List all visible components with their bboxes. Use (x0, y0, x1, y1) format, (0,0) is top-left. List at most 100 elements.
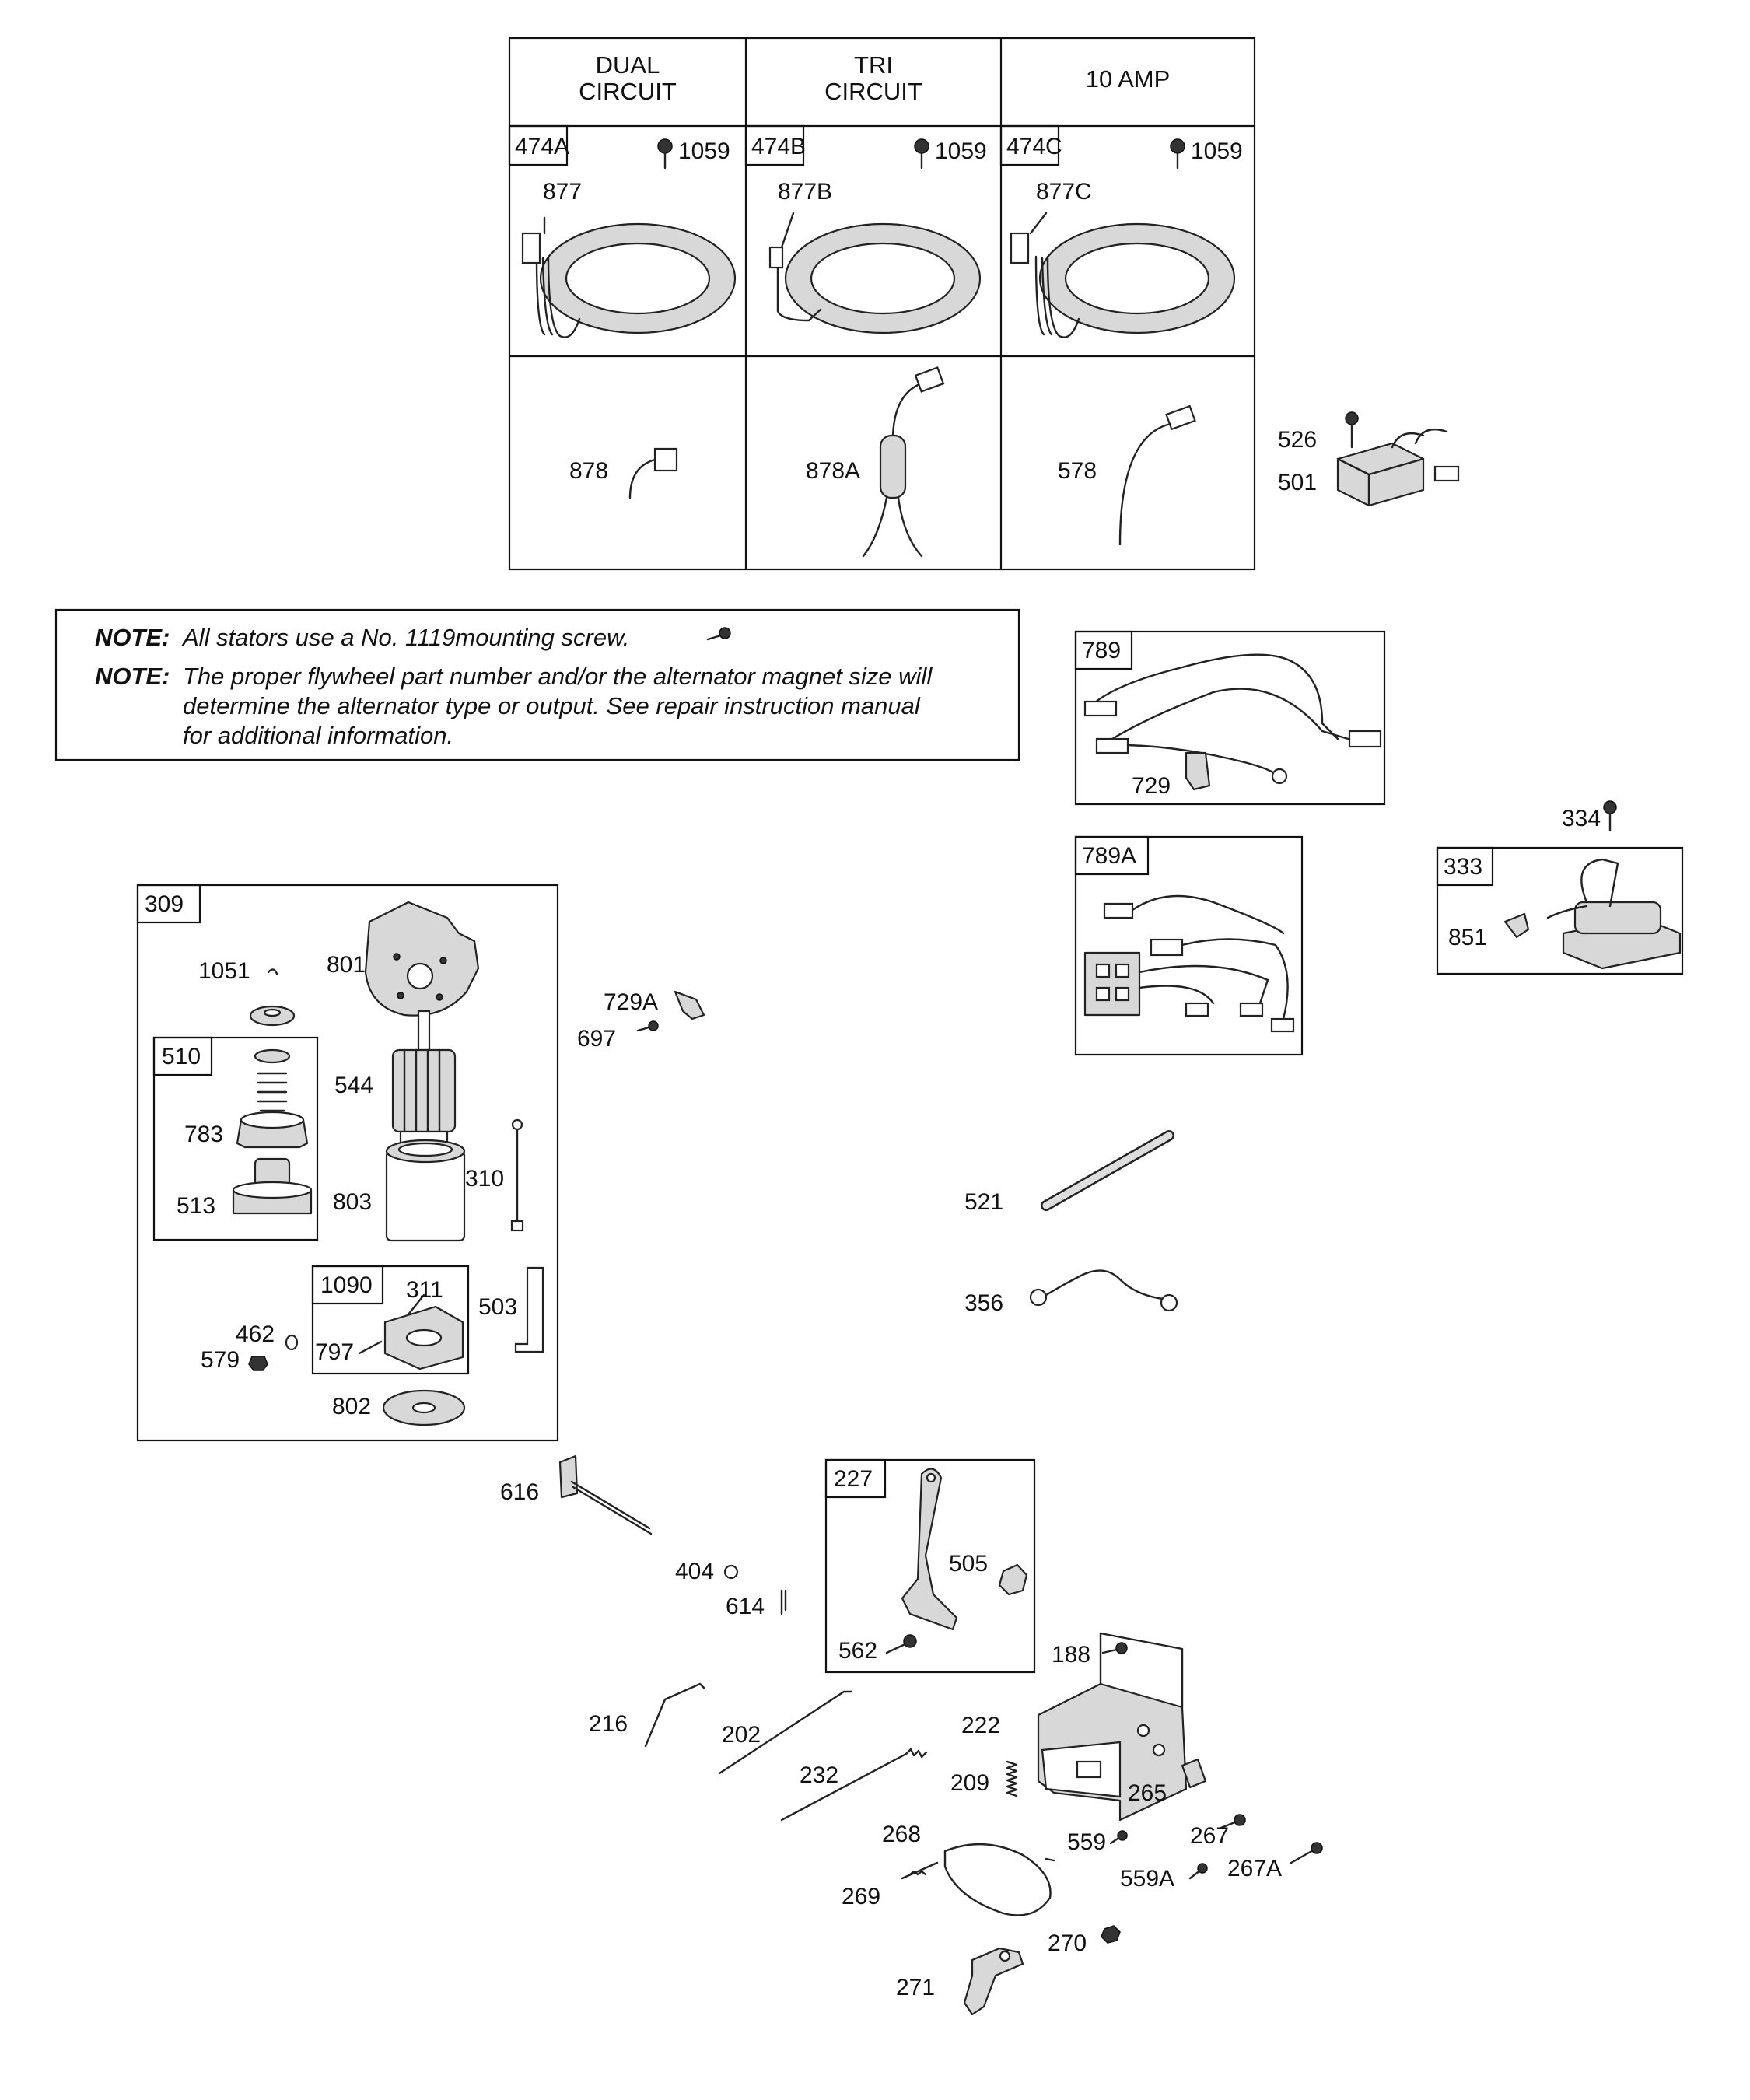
screw-icon (1109, 1830, 1128, 1845)
rod-icon (558, 1454, 653, 1535)
label-271: 271 (896, 1975, 935, 2000)
label-1059-b: 1059 (935, 138, 987, 164)
washer-icon (723, 1564, 739, 1580)
label-209: 209 (950, 1770, 989, 1796)
label-616: 616 (500, 1479, 539, 1505)
label-1051: 1051 (198, 958, 250, 984)
screw-icon (1170, 138, 1185, 170)
ground-strap-icon (1029, 1269, 1178, 1312)
ref-333: 333 (1444, 854, 1482, 880)
label-697: 697 (577, 1026, 616, 1052)
header-tri-circuit-line1: TRI (854, 51, 893, 79)
label-729a: 729A (604, 989, 658, 1015)
label-216: 216 (589, 1711, 628, 1737)
label-578: 578 (1058, 458, 1097, 484)
ref-1090: 1090 (320, 1272, 373, 1298)
screw-icon (636, 1020, 659, 1032)
label-851: 851 (1448, 925, 1487, 950)
label-544: 544 (334, 1073, 373, 1098)
ref-789a: 789A (1082, 843, 1136, 869)
label-877c: 877C (1036, 179, 1092, 205)
label-521: 521 (964, 1189, 1003, 1215)
clip-icon (1181, 1758, 1207, 1789)
label-559: 559 (1067, 1829, 1106, 1855)
screw-icon (1188, 1863, 1208, 1880)
note2-line1: The proper flywheel part number and/or t… (183, 663, 933, 690)
label-501: 501 (1278, 470, 1317, 495)
wire-harness-icon (862, 366, 945, 558)
label-802: 802 (332, 1394, 371, 1419)
screw-icon (885, 1634, 917, 1654)
screw-icon (914, 138, 929, 170)
screw-icon (657, 138, 673, 170)
ref-510: 510 (162, 1044, 201, 1069)
note2-label: NOTE: (95, 663, 170, 690)
label-877b: 877B (778, 179, 832, 205)
lever-icon (963, 1947, 1024, 2016)
label-797: 797 (315, 1339, 354, 1365)
label-729: 729 (1132, 773, 1171, 799)
ref-474c: 474C (1006, 134, 1062, 159)
screw-icon (706, 627, 731, 641)
link-icon (644, 1682, 705, 1748)
alternator-table: DUAL CIRCUIT TRI CIRCUIT 10 AMP 474A 474… (508, 37, 1256, 571)
stator-icon (1010, 212, 1236, 338)
group-227: 227 505 562 (824, 1458, 1036, 1674)
label-1059-c: 1059 (1191, 138, 1243, 164)
label-462: 462 (236, 1321, 275, 1347)
label-269: 269 (842, 1884, 880, 1909)
label-513: 513 (177, 1193, 215, 1219)
header-10-amp: 10 AMP (1086, 65, 1171, 93)
label-803: 803 (333, 1189, 372, 1215)
label-268: 268 (882, 1822, 921, 1847)
label-356: 356 (964, 1290, 1003, 1316)
note2-line2: determine the alternator type or output.… (183, 692, 921, 719)
label-614: 614 (726, 1594, 765, 1619)
ref-474b: 474B (751, 134, 806, 159)
label-878: 878 (569, 458, 608, 484)
ref-309: 309 (145, 891, 184, 917)
header-tri-circuit-line2: CIRCUIT (824, 78, 922, 105)
label-311: 311 (406, 1277, 443, 1303)
ref-474a: 474A (515, 134, 569, 159)
rod-icon (1041, 1130, 1174, 1211)
bracket-icon (674, 990, 705, 1020)
screw-icon (1290, 1842, 1323, 1864)
screw-icon (1101, 1642, 1128, 1654)
nut-icon (1101, 1925, 1121, 1944)
link-icon (718, 1690, 853, 1775)
label-232: 232 (800, 1762, 838, 1788)
screw-icon (1220, 1814, 1246, 1829)
label-334: 334 (1562, 806, 1601, 831)
label-404: 404 (675, 1559, 714, 1584)
note1-label: NOTE: (95, 624, 170, 651)
ref-227: 227 (834, 1466, 873, 1492)
label-222: 222 (961, 1713, 1000, 1738)
label-801: 801 (327, 952, 366, 978)
label-267: 267 (1190, 1823, 1229, 1849)
label-202: 202 (722, 1722, 761, 1748)
label-265: 265 (1128, 1780, 1167, 1806)
note2-line3: for additional information. (183, 722, 453, 749)
cable-icon (901, 1843, 1055, 1916)
group-333: 333 (1436, 846, 1684, 975)
label-310: 310 (465, 1166, 504, 1192)
ref-789: 789 (1082, 638, 1121, 663)
note1-text: All stators use a No. 1119mounting screw… (181, 624, 629, 651)
regulator-icon (1336, 411, 1460, 507)
label-1059-a: 1059 (678, 138, 730, 164)
label-562: 562 (838, 1638, 877, 1664)
spring-icon (1006, 1760, 1018, 1797)
group-309: 309 801 1051 544 803 310 (136, 884, 559, 1442)
notes-box: NOTE: All stators use a No. 1119mounting… (54, 608, 1020, 761)
label-783: 783 (184, 1122, 223, 1147)
label-267a: 267A (1227, 1856, 1282, 1881)
connector-icon (628, 447, 678, 499)
group-789a: 789A (1074, 835, 1304, 1056)
group-789: 789 (1074, 630, 1386, 806)
label-877: 877 (543, 179, 582, 205)
screw-icon (1603, 800, 1617, 832)
label-526: 526 (1278, 427, 1317, 453)
pin-icon (780, 1589, 787, 1615)
